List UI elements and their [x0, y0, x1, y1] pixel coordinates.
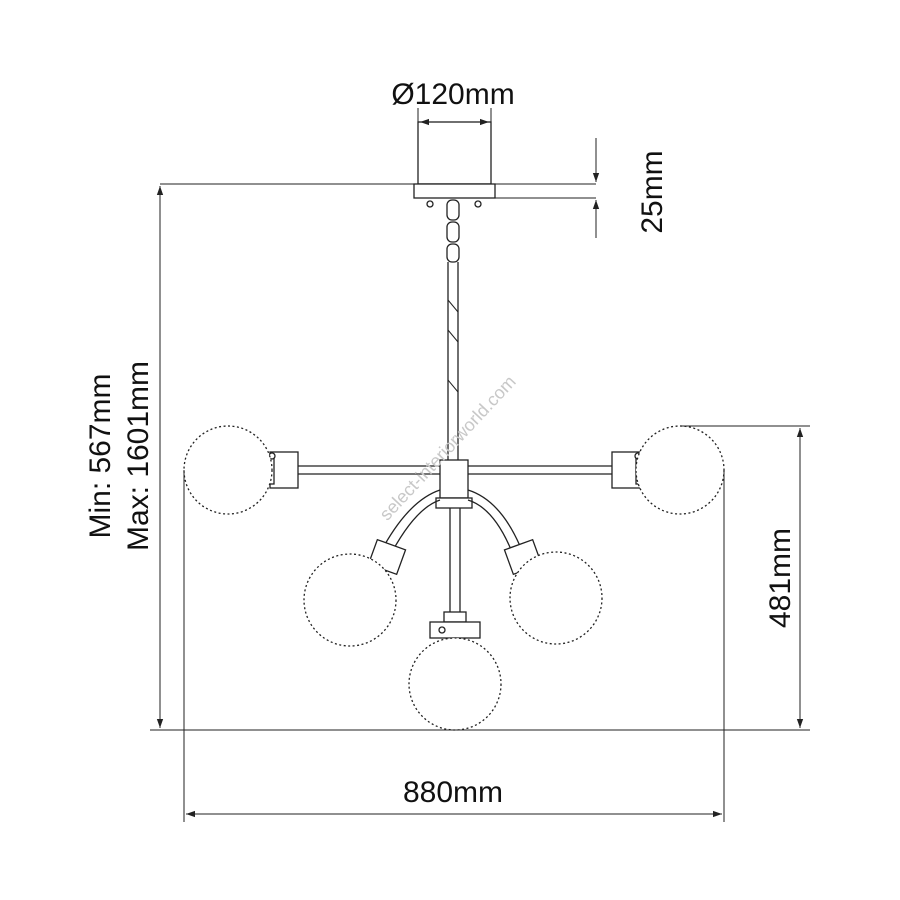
globe-right: [635, 425, 725, 515]
canopy-height-dimension: [160, 138, 600, 238]
overall-height-dimension: [150, 186, 810, 731]
center-hub: [435, 459, 473, 612]
canopy-height-label: 25mm: [636, 150, 669, 233]
width-label: 880mm: [403, 776, 503, 809]
horizontal-arms: [298, 465, 612, 475]
width-dimension: [183, 470, 725, 822]
globe-lower-right: [509, 551, 603, 645]
canopy-diameter-label: Ø120mm: [391, 78, 514, 111]
globe-shades: [183, 425, 725, 731]
height-max-label: Max: 1601mm: [122, 361, 155, 551]
curved-arms: [383, 489, 521, 553]
canopy: [413, 121, 496, 208]
height-min-label: Min: 567mm: [84, 373, 117, 538]
body-height-dimension: [680, 425, 810, 728]
suspension-chain: [446, 199, 460, 460]
globe-left: [183, 425, 273, 515]
globe-lower-left: [303, 553, 397, 647]
globe-bottom: [408, 637, 502, 731]
canopy-diameter-dimension: [417, 108, 492, 128]
body-height-label: 481mm: [764, 528, 797, 628]
